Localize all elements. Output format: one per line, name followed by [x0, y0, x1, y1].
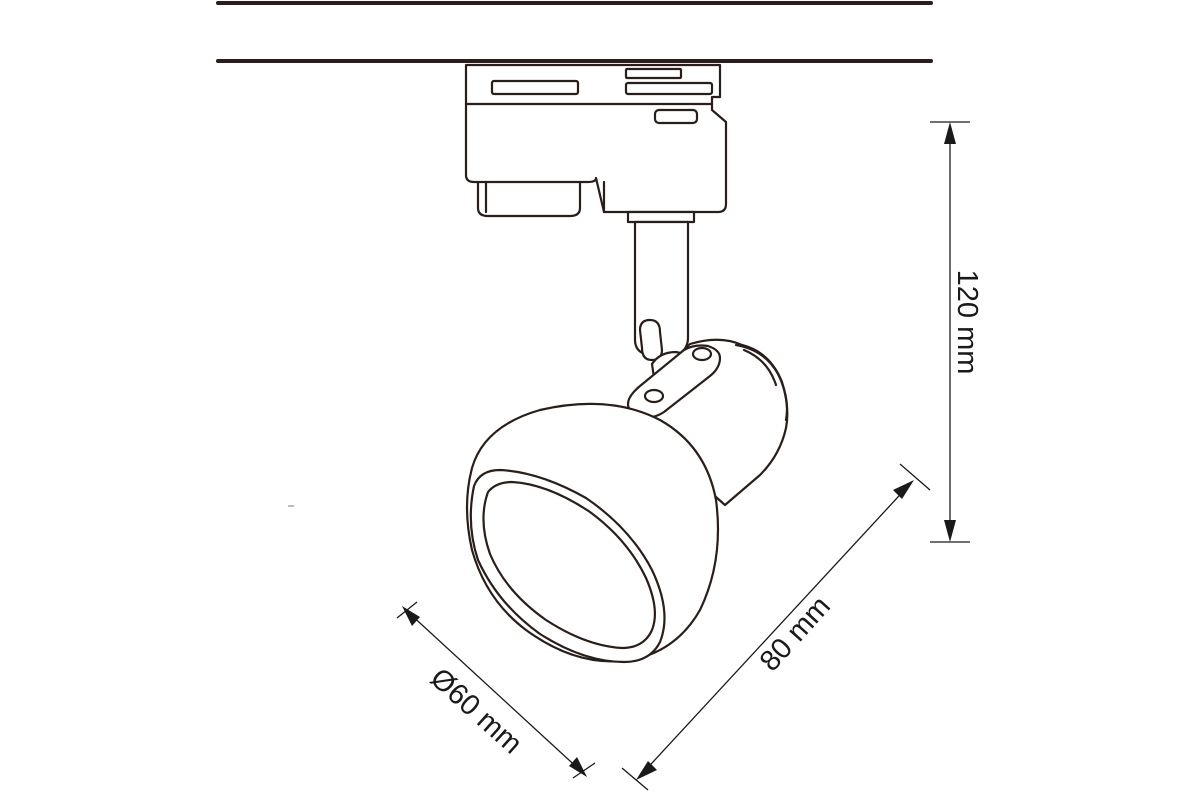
- dimension-diameter: [396, 601, 596, 779]
- dimension-length: [621, 463, 931, 791]
- track-adapter: [464, 63, 728, 218]
- dimension-height: [930, 121, 970, 543]
- lamp-body: [626, 338, 789, 507]
- diameter-label: Ø60 mm: [424, 662, 528, 760]
- length-label: 80 mm: [754, 590, 837, 677]
- track-rail: [216, 1, 933, 63]
- stem-arm: [626, 210, 696, 362]
- height-label: 120 mm: [951, 270, 983, 375]
- lamp-shade: [465, 402, 720, 664]
